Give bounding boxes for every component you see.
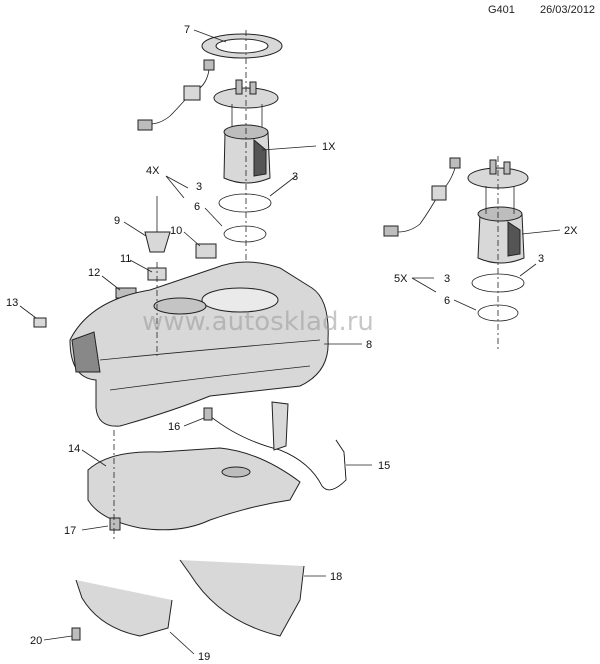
tank-strap-part-19 [75,579,173,637]
lock-ring-part-7 [201,33,283,59]
tank-strap-part-18 [179,559,305,637]
callout-6-left: 6 [194,201,200,213]
leader-lines [19,29,561,655]
callout-18: 18 [330,571,342,583]
wiring-harness-part-5 [383,157,461,237]
fuel-tank-part-8 [69,261,329,427]
callout-6-right: 6 [444,295,450,307]
callout-16: 16 [168,421,180,433]
clip-part-10 [195,243,217,259]
o-ring-part-6 [223,225,267,243]
heat-shield-part-14 [87,447,301,531]
callout-12: 12 [88,267,100,279]
filler-pipe-part-15 [209,401,347,491]
callout-4x: 4X [146,165,160,177]
callout-3-left-a: 3 [196,181,202,193]
callout-2x: 2X [564,225,578,237]
valve-part-9 [144,196,171,253]
callout-3-right-a: 3 [444,273,450,285]
seal-ring-part-3 [218,193,272,213]
callout-7: 7 [184,24,190,36]
bolt-part-16 [203,407,213,421]
wiring-harness-part-4 [137,59,215,131]
callout-11: 11 [120,253,131,265]
callout-10: 10 [170,225,182,237]
callout-3-right-b: 3 [538,253,544,265]
callout-20: 20 [30,635,42,647]
watermark-text: www.autosklad.ru [142,307,374,337]
callout-17: 17 [64,525,76,537]
callout-19: 19 [198,651,210,663]
nut-part-17 [109,517,121,531]
callout-13: 13 [6,297,18,309]
clip-part-13 [33,317,47,328]
callout-14: 14 [68,443,80,455]
callout-5x: 5X [394,273,408,285]
callout-9: 9 [114,215,120,227]
fuel-pump-module-part-2 [467,159,529,264]
bolt-part-20 [71,627,81,641]
callout-1x: 1X [322,141,336,153]
diagram-code: G401 [488,4,515,16]
diagram-date: 26/03/2012 [540,4,596,16]
callout-3-left-b: 3 [292,171,298,183]
callout-15: 15 [378,460,390,472]
callout-8: 8 [366,339,372,351]
